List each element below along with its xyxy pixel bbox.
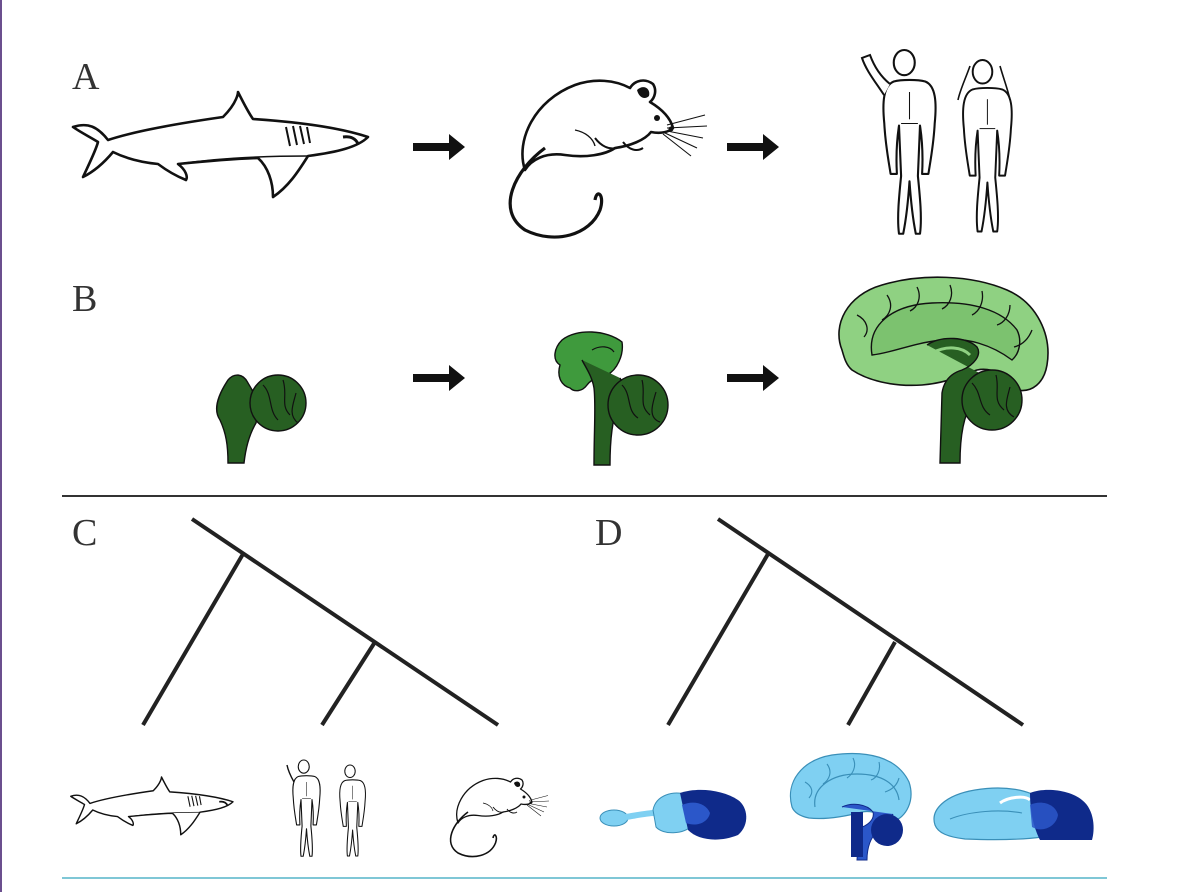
shark-illustration xyxy=(69,776,234,836)
mouse-illustration xyxy=(508,78,709,239)
arrow-right-icon xyxy=(727,134,779,160)
mouse-illustration xyxy=(449,777,550,858)
arrow-right-icon xyxy=(413,365,465,391)
panel-label-a: A xyxy=(72,56,100,98)
panel-label-c: C xyxy=(72,512,98,554)
panel-label-b: B xyxy=(72,278,98,320)
shark-illustration xyxy=(71,90,370,199)
brain-icon xyxy=(216,374,307,464)
brain-icon xyxy=(933,787,1094,841)
arrow-right-icon xyxy=(413,134,465,160)
arrow-right-icon xyxy=(727,365,779,391)
cladogram-d xyxy=(666,517,1025,727)
brain-icon xyxy=(789,752,912,861)
brain-icon xyxy=(554,331,669,466)
brain-icon xyxy=(838,276,1049,464)
human-pair-illustration xyxy=(286,759,367,857)
human-pair-illustration xyxy=(860,48,1013,235)
cladogram-c xyxy=(141,517,500,727)
brain-icon xyxy=(599,789,747,840)
panel-label-d: D xyxy=(595,512,623,554)
